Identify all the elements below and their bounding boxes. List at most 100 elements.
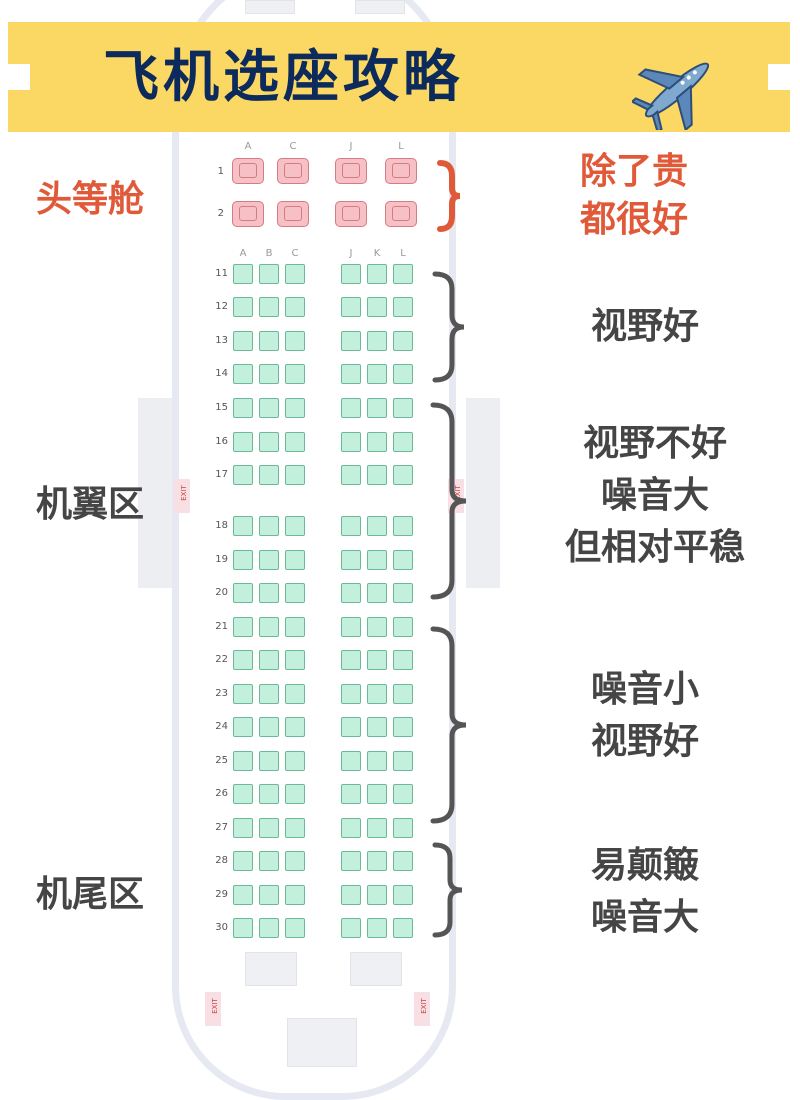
economy-seat[interactable] (341, 851, 361, 871)
economy-seat[interactable] (341, 717, 361, 737)
economy-seat[interactable] (233, 264, 253, 284)
economy-seat[interactable] (233, 465, 253, 485)
economy-seat[interactable] (233, 650, 253, 670)
economy-seat[interactable] (367, 650, 387, 670)
economy-seat[interactable] (259, 650, 279, 670)
economy-seat[interactable] (233, 818, 253, 838)
economy-seat[interactable] (259, 684, 279, 704)
economy-seat[interactable] (393, 617, 413, 637)
economy-seat[interactable] (233, 583, 253, 603)
economy-seat[interactable] (259, 583, 279, 603)
first-class-seat[interactable] (335, 201, 367, 227)
first-class-seat[interactable] (232, 201, 264, 227)
economy-seat[interactable] (393, 364, 413, 384)
economy-seat[interactable] (285, 918, 305, 938)
economy-seat[interactable] (341, 818, 361, 838)
economy-seat[interactable] (393, 650, 413, 670)
economy-seat[interactable] (233, 918, 253, 938)
economy-seat[interactable] (233, 751, 253, 771)
economy-seat[interactable] (259, 751, 279, 771)
economy-seat[interactable] (259, 432, 279, 452)
economy-seat[interactable] (367, 516, 387, 536)
economy-seat[interactable] (341, 364, 361, 384)
economy-seat[interactable] (341, 784, 361, 804)
economy-seat[interactable] (341, 432, 361, 452)
economy-seat[interactable] (367, 885, 387, 905)
economy-seat[interactable] (367, 617, 387, 637)
economy-seat[interactable] (285, 550, 305, 570)
economy-seat[interactable] (341, 885, 361, 905)
economy-seat[interactable] (233, 516, 253, 536)
economy-seat[interactable] (367, 717, 387, 737)
economy-seat[interactable] (367, 818, 387, 838)
economy-seat[interactable] (393, 550, 413, 570)
economy-seat[interactable] (259, 918, 279, 938)
economy-seat[interactable] (285, 297, 305, 317)
economy-seat[interactable] (259, 617, 279, 637)
economy-seat[interactable] (341, 398, 361, 418)
economy-seat[interactable] (285, 516, 305, 536)
economy-seat[interactable] (259, 851, 279, 871)
economy-seat[interactable] (259, 398, 279, 418)
economy-seat[interactable] (393, 851, 413, 871)
economy-seat[interactable] (285, 583, 305, 603)
economy-seat[interactable] (285, 717, 305, 737)
economy-seat[interactable] (341, 684, 361, 704)
economy-seat[interactable] (259, 818, 279, 838)
economy-seat[interactable] (259, 717, 279, 737)
economy-seat[interactable] (367, 918, 387, 938)
economy-seat[interactable] (367, 583, 387, 603)
economy-seat[interactable] (367, 297, 387, 317)
economy-seat[interactable] (393, 818, 413, 838)
economy-seat[interactable] (367, 751, 387, 771)
economy-seat[interactable] (393, 684, 413, 704)
economy-seat[interactable] (341, 550, 361, 570)
economy-seat[interactable] (367, 364, 387, 384)
economy-seat[interactable] (341, 617, 361, 637)
economy-seat[interactable] (285, 398, 305, 418)
first-class-seat[interactable] (335, 158, 367, 184)
economy-seat[interactable] (393, 784, 413, 804)
economy-seat[interactable] (367, 784, 387, 804)
economy-seat[interactable] (259, 364, 279, 384)
economy-seat[interactable] (233, 297, 253, 317)
economy-seat[interactable] (259, 784, 279, 804)
economy-seat[interactable] (259, 465, 279, 485)
economy-seat[interactable] (233, 331, 253, 351)
economy-seat[interactable] (233, 550, 253, 570)
economy-seat[interactable] (393, 583, 413, 603)
economy-seat[interactable] (285, 784, 305, 804)
economy-seat[interactable] (233, 851, 253, 871)
economy-seat[interactable] (233, 364, 253, 384)
economy-seat[interactable] (393, 432, 413, 452)
economy-seat[interactable] (367, 550, 387, 570)
economy-seat[interactable] (285, 818, 305, 838)
economy-seat[interactable] (285, 432, 305, 452)
economy-seat[interactable] (341, 583, 361, 603)
economy-seat[interactable] (233, 717, 253, 737)
economy-seat[interactable] (233, 784, 253, 804)
economy-seat[interactable] (285, 364, 305, 384)
economy-seat[interactable] (367, 264, 387, 284)
first-class-seat[interactable] (385, 201, 417, 227)
economy-seat[interactable] (367, 432, 387, 452)
economy-seat[interactable] (367, 398, 387, 418)
economy-seat[interactable] (393, 516, 413, 536)
economy-seat[interactable] (367, 851, 387, 871)
first-class-seat[interactable] (277, 201, 309, 227)
first-class-seat[interactable] (385, 158, 417, 184)
economy-seat[interactable] (367, 465, 387, 485)
economy-seat[interactable] (393, 297, 413, 317)
economy-seat[interactable] (341, 751, 361, 771)
economy-seat[interactable] (341, 918, 361, 938)
economy-seat[interactable] (259, 331, 279, 351)
economy-seat[interactable] (393, 751, 413, 771)
economy-seat[interactable] (285, 684, 305, 704)
economy-seat[interactable] (393, 918, 413, 938)
economy-seat[interactable] (285, 264, 305, 284)
economy-seat[interactable] (393, 331, 413, 351)
economy-seat[interactable] (367, 331, 387, 351)
economy-seat[interactable] (233, 617, 253, 637)
economy-seat[interactable] (233, 885, 253, 905)
economy-seat[interactable] (285, 885, 305, 905)
